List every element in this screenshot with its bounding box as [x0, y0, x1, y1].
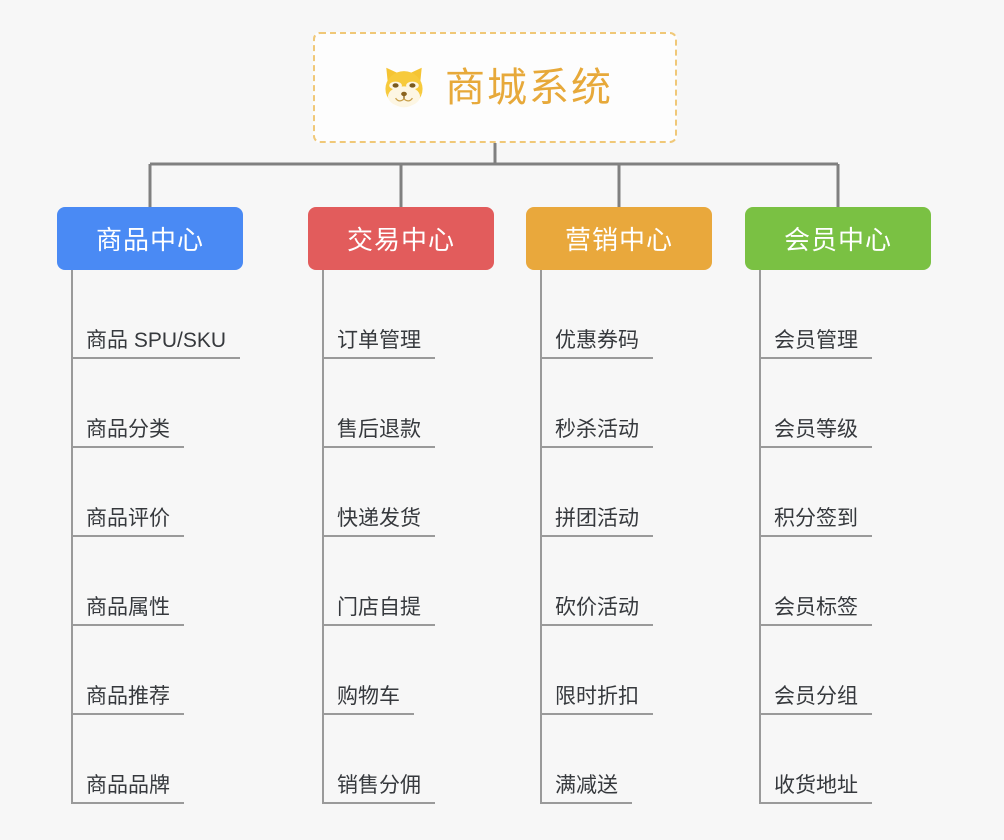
item-label: 会员标签: [774, 595, 858, 619]
list-item[interactable]: 商品 SPU/SKU: [57, 270, 243, 359]
list-item[interactable]: 满减送: [526, 715, 712, 804]
list-item[interactable]: 售后退款: [308, 359, 494, 448]
list-item[interactable]: 收货地址: [745, 715, 931, 804]
item-label: 秒杀活动: [555, 417, 639, 441]
list-item[interactable]: 商品评价: [57, 448, 243, 537]
branch-items-marketing-center: 优惠券码 秒杀活动 拼团活动 砍价活动 限时折扣 满减送: [526, 270, 712, 804]
item-label: 收货地址: [774, 773, 858, 797]
item-label: 会员管理: [774, 328, 858, 352]
item-label: 订单管理: [337, 328, 421, 352]
list-item[interactable]: 会员标签: [745, 537, 931, 626]
list-item[interactable]: 门店自提: [308, 537, 494, 626]
list-item[interactable]: 销售分佣: [308, 715, 494, 804]
list-item[interactable]: 拼团活动: [526, 448, 712, 537]
item-label: 商品评价: [86, 506, 170, 530]
item-label: 商品分类: [86, 417, 170, 441]
list-item[interactable]: 订单管理: [308, 270, 494, 359]
item-label: 满减送: [555, 773, 618, 797]
item-label: 优惠券码: [555, 328, 639, 352]
branch-header-product-center[interactable]: 商品中心: [57, 207, 243, 270]
item-label: 商品品牌: [86, 773, 170, 797]
list-item[interactable]: 积分签到: [745, 448, 931, 537]
branch-header-label: 商品中心: [95, 225, 204, 255]
branch-items-trade-center: 订单管理 售后退款 快递发货 门店自提 购物车 销售分佣: [308, 270, 494, 804]
branch-header-member-center[interactable]: 会员中心: [745, 207, 931, 270]
item-label: 商品属性: [86, 595, 170, 619]
list-item[interactable]: 商品属性: [57, 537, 243, 626]
item-label: 门店自提: [337, 595, 421, 619]
list-item[interactable]: 会员管理: [745, 270, 931, 359]
item-label: 快递发货: [337, 506, 421, 530]
branch-header-marketing-center[interactable]: 营销中心: [526, 207, 712, 270]
list-item[interactable]: 会员等级: [745, 359, 931, 448]
item-label: 售后退款: [337, 417, 421, 441]
branch-column-marketing-center: 营销中心 优惠券码 秒杀活动 拼团活动 砍价活动 限时折扣 满减送: [526, 207, 712, 804]
branch-header-label: 交易中心: [346, 225, 455, 255]
list-item[interactable]: 商品分类: [57, 359, 243, 448]
item-label: 销售分佣: [337, 773, 421, 797]
item-label: 购物车: [337, 684, 400, 708]
item-label: 拼团活动: [555, 506, 639, 530]
list-item[interactable]: 商品推荐: [57, 626, 243, 715]
item-label: 限时折扣: [555, 684, 639, 708]
list-item[interactable]: 商品品牌: [57, 715, 243, 804]
root-node-title: 商城系统: [445, 65, 613, 110]
branch-header-label: 会员中心: [783, 225, 892, 255]
list-item[interactable]: 购物车: [308, 626, 494, 715]
item-label: 商品 SPU/SKU: [86, 328, 227, 352]
branch-header-label: 营销中心: [564, 225, 673, 255]
item-label: 会员等级: [774, 417, 858, 441]
list-item[interactable]: 会员分组: [745, 626, 931, 715]
item-label: 会员分组: [774, 684, 858, 708]
list-item[interactable]: 快递发货: [308, 448, 494, 537]
list-item[interactable]: 砍价活动: [526, 537, 712, 626]
branch-column-trade-center: 交易中心 订单管理 售后退款 快递发货 门店自提 购物车 销售分佣: [308, 207, 494, 804]
list-item[interactable]: 优惠券码: [526, 270, 712, 359]
root-node-shop-system[interactable]: 商城系统: [313, 32, 677, 143]
item-label: 砍价活动: [555, 595, 639, 619]
branch-items-product-center: 商品 SPU/SKU 商品分类 商品评价 商品属性 商品推荐 商品品牌: [57, 270, 243, 804]
shiba-dog-face-icon: [385, 67, 423, 107]
branch-items-member-center: 会员管理 会员等级 积分签到 会员标签 会员分组 收货地址: [745, 270, 931, 804]
item-label: 积分签到: [774, 506, 858, 530]
item-label: 商品推荐: [86, 684, 170, 708]
list-item[interactable]: 秒杀活动: [526, 359, 712, 448]
branch-header-trade-center[interactable]: 交易中心: [308, 207, 494, 270]
branch-column-product-center: 商品中心 商品 SPU/SKU 商品分类 商品评价 商品属性 商品推荐 商品品牌: [57, 207, 243, 804]
list-item[interactable]: 限时折扣: [526, 626, 712, 715]
branch-column-member-center: 会员中心 会员管理 会员等级 积分签到 会员标签 会员分组 收货地址: [745, 207, 931, 804]
